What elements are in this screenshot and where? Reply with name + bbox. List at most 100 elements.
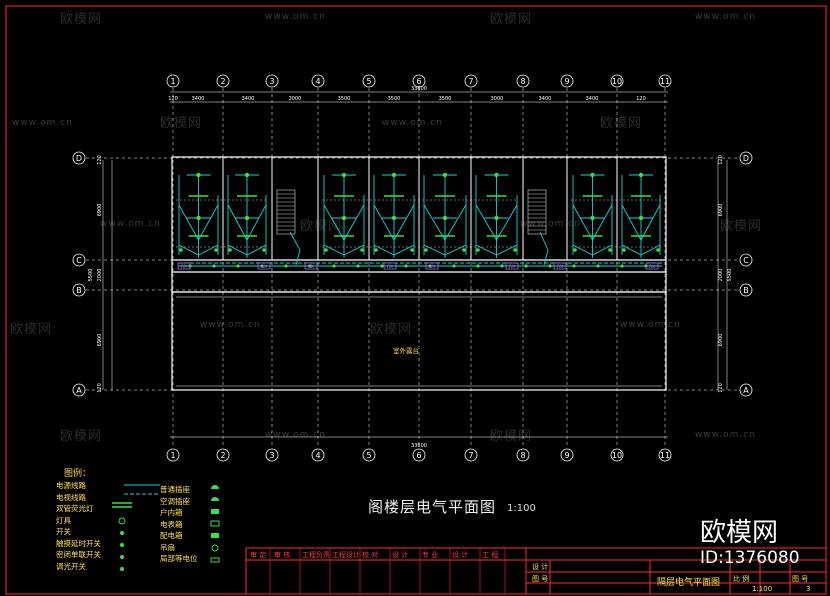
axis-lines (86, 88, 740, 448)
watermark-url: www.om.cn (265, 12, 326, 22)
sheet-number: 3 (806, 585, 811, 593)
circuit-box (177, 262, 191, 270)
switch (424, 248, 428, 252)
circuit-box (304, 262, 318, 270)
switch (214, 248, 218, 252)
watermark-url: www.om.cn (200, 320, 261, 330)
axis-bubble (739, 283, 753, 297)
left-dimension: 120 (97, 155, 103, 165)
watermark-logo: 欧模网 (600, 116, 643, 131)
corridor-fixture (596, 264, 600, 268)
title-block-header: 专 业 (422, 551, 439, 559)
wire (475, 204, 518, 241)
top-dimension: 3400 (586, 96, 599, 102)
dimension-lines (102, 91, 728, 438)
title-block-label: 比 例 (733, 575, 750, 583)
axis-bubble (216, 448, 230, 462)
legend-title: 图例： (64, 469, 92, 479)
axis-label-x: 8 (520, 451, 525, 460)
corridor-fixture (236, 264, 240, 268)
axis-bubble (464, 448, 478, 462)
wire (621, 244, 661, 256)
legend-item: 空调插座 (160, 496, 190, 506)
circuit-box-label: RX (509, 264, 515, 270)
axis-bubble (464, 74, 478, 88)
axis-bubble (560, 74, 574, 88)
top-dimension: 3400 (242, 96, 255, 102)
switch (410, 248, 414, 252)
title-block-header: 审 定 (250, 551, 267, 559)
light-fixture (638, 215, 644, 221)
axis-label-y: C (743, 256, 749, 265)
watermark-logo: 欧模网 (60, 12, 103, 27)
legend-item: 电视线路 (56, 492, 86, 502)
top-dimension: 3500 (388, 96, 401, 102)
top-dimension: 120 (636, 96, 646, 102)
axis-label-x: 3 (269, 77, 274, 86)
circuit-box (383, 262, 397, 270)
brand-id: ID:1376080 (700, 548, 800, 568)
brand-logo: 欧模网 (700, 518, 779, 548)
title-block-columns (269, 548, 506, 594)
watermark-url: www.om.cn (695, 430, 756, 440)
light-fixture (590, 215, 595, 221)
light-fixture (341, 172, 347, 178)
axis-label-x: 4 (315, 77, 320, 86)
switch (262, 248, 266, 252)
title-block-header: 设 计 (392, 551, 409, 559)
title-block-label: 图 号 (532, 575, 549, 583)
wiring (178, 174, 662, 267)
wire (323, 244, 365, 256)
circuit-box-label: RX (429, 264, 435, 270)
wire (475, 244, 518, 256)
axis-bubble (610, 74, 624, 88)
circuit-box-label: RX (557, 264, 563, 270)
right-dimension: 6900 (718, 204, 724, 217)
switch (462, 248, 466, 252)
axis-bubble (412, 74, 426, 88)
light-fixture (391, 215, 397, 221)
legend-item: 电表箱 (160, 519, 183, 529)
sheet-title: 隔层电气平面图 (657, 578, 721, 588)
axis-label-y: B (743, 286, 749, 295)
total-dimension: 33600 (411, 86, 427, 92)
axis-label-x: 4 (315, 451, 320, 460)
title-block-header: 工程负责 (302, 551, 330, 559)
right-dimension: 6900 (718, 334, 724, 347)
axis-label-x: 7 (468, 77, 473, 86)
axis-bubble (311, 448, 325, 462)
legend-item: 户内箱 (160, 508, 183, 517)
watermark-logo: 欧模网 (490, 429, 533, 444)
light-fixture (341, 215, 347, 221)
corridor-fixture (500, 264, 504, 268)
corridor-fixture (476, 264, 480, 268)
axis-label-x: 2 (220, 451, 225, 460)
light-fixture (244, 215, 250, 221)
axis-label-x: 8 (520, 77, 525, 86)
right-dimension: 2000 (718, 269, 724, 282)
light-fixture (442, 172, 448, 178)
light-fixture (196, 215, 201, 221)
watermark-logo: 欧模网 (300, 219, 343, 234)
legend-item: 灯具 (56, 515, 71, 525)
light-fixture (494, 215, 499, 221)
corridor-fixture (332, 264, 336, 268)
axis-bubble (658, 448, 672, 462)
title-block-header: 审 核 (274, 551, 291, 559)
title-block-label: 图 号 (792, 575, 809, 583)
switch (622, 248, 626, 252)
axis-label-x: 9 (564, 77, 569, 86)
veranda-label: 室外露台 (393, 347, 419, 355)
axis-label-y: B (76, 286, 82, 295)
corridor-fixture (620, 264, 624, 268)
switch (324, 248, 328, 252)
axis-label-x: 3 (269, 451, 274, 460)
top-dimension: 3500 (338, 96, 351, 102)
watermark-url: www.om.cn (695, 12, 756, 22)
wire (423, 204, 467, 241)
wire (178, 244, 219, 256)
axis-bubble (516, 448, 530, 462)
